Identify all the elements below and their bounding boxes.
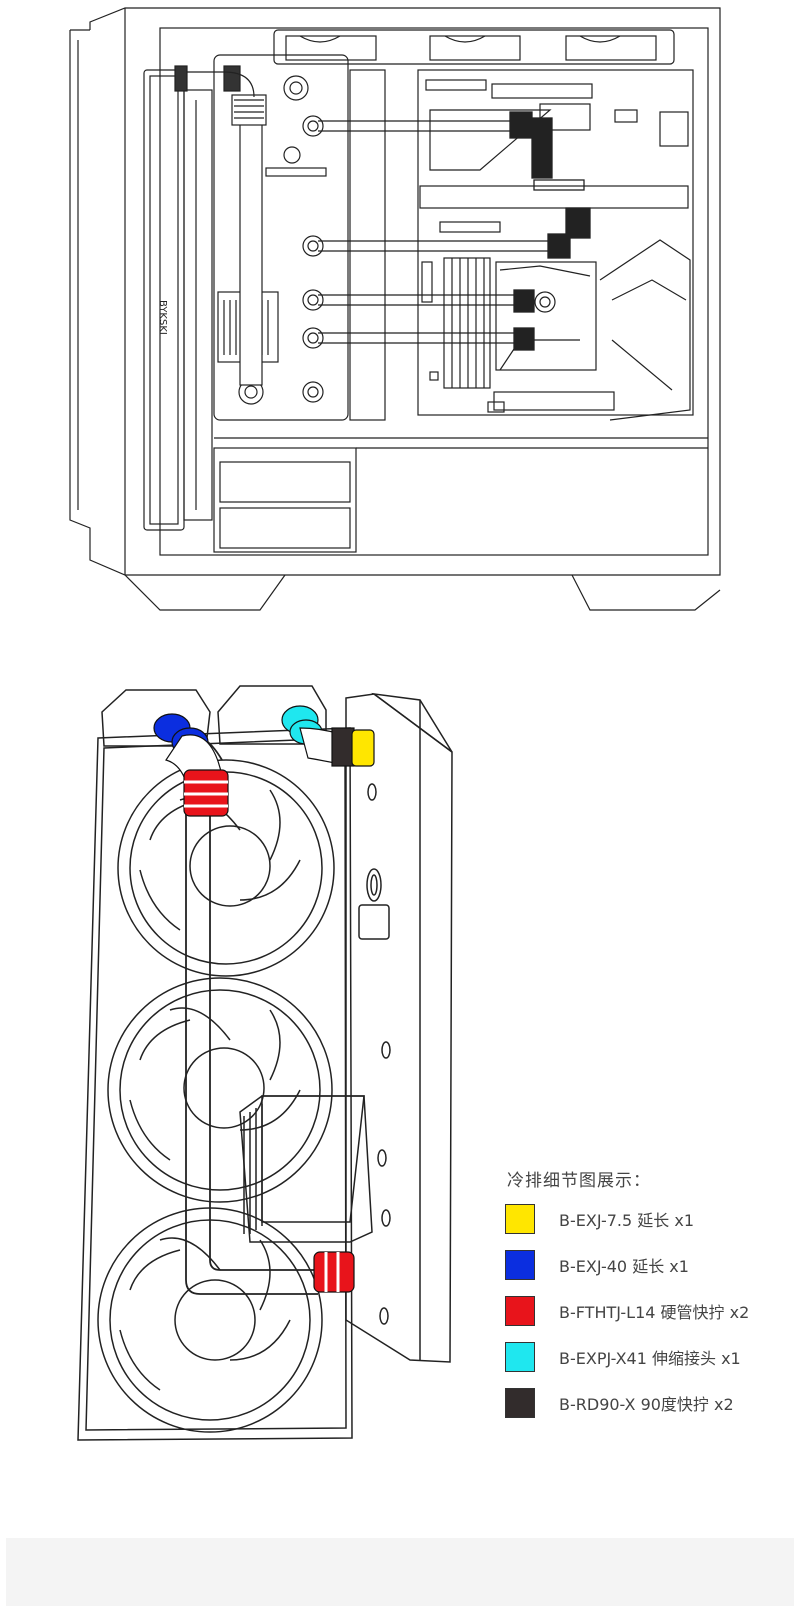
pc-case-diagram: BYKSKI — [69, 7, 721, 611]
fittings — [153, 705, 375, 1293]
legend-label: B-EXJ-40 延长 x1 — [559, 1257, 689, 1276]
case-outline — [69, 7, 721, 611]
top-fans — [273, 29, 675, 65]
legend-swatch — [505, 1250, 535, 1280]
legend-item-cyan: B-EXPJ-X41 伸缩接头 x1 — [505, 1340, 741, 1374]
legend-item-blue: B-EXJ-40 延长 x1 — [505, 1248, 689, 1282]
side-radiator: BYKSKI — [143, 69, 213, 531]
pump — [239, 1095, 373, 1243]
hard-tubes — [318, 111, 591, 351]
legend-swatch — [505, 1342, 535, 1372]
legend-item-black: B-RD90-X 90度快拧 x2 — [505, 1386, 734, 1420]
legend-label: B-EXPJ-X41 伸缩接头 x1 — [559, 1349, 741, 1368]
legend-swatch — [505, 1296, 535, 1326]
psu-shroud — [213, 437, 708, 553]
legend-item-yellow: B-EXJ-7.5 延长 x1 — [505, 1202, 694, 1236]
legend-label: B-RD90-X 90度快拧 x2 — [559, 1395, 734, 1414]
legend-label: B-FTHTJ-L14 硬管快拧 x2 — [559, 1303, 750, 1322]
legend-item-red: B-FTHTJ-L14 硬管快拧 x2 — [505, 1294, 749, 1328]
radiator-frame — [77, 685, 353, 1441]
brand-mark-text: BYKSKI — [157, 300, 168, 335]
legend-swatch — [505, 1388, 535, 1418]
legend-title: 冷排细节图展示： — [507, 1171, 651, 1191]
footer-band — [6, 1538, 794, 1606]
distro-plate — [174, 54, 386, 421]
legend-label: B-EXJ-7.5 延长 x1 — [559, 1211, 695, 1230]
legend-swatch — [505, 1204, 535, 1234]
radiator-distro-plate — [345, 692, 453, 1363]
radiator-detail-diagram — [77, 685, 453, 1441]
